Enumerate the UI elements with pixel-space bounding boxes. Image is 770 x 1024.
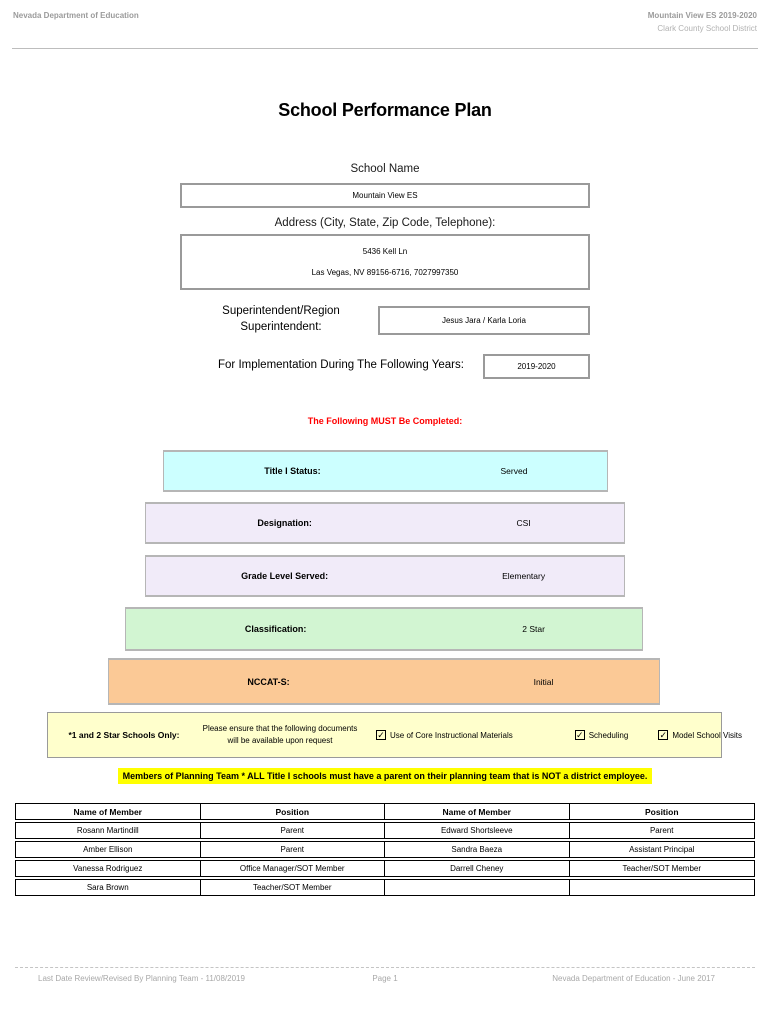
- nccat-s-bar: NCCAT-S: Initial: [108, 658, 660, 705]
- address-line-2: Las Vegas, NV 89156-6716, 7027997350: [311, 267, 459, 277]
- checkbox-label-core-materials: Use of Core Instructional Materials: [390, 730, 513, 740]
- classification-value: 2 Star: [522, 624, 545, 634]
- planning-team-notice: Members of Planning Team * ALL Title I s…: [117, 768, 653, 784]
- address-line-1: 5436 Kell Ln: [362, 247, 408, 257]
- implementation-label: For Implementation During The Following …: [218, 359, 464, 371]
- footer-divider: [15, 967, 755, 968]
- superintendent-label-line2: Superintendent:: [240, 320, 322, 333]
- page-title: School Performance Plan: [278, 100, 492, 120]
- checkbox-checked-icon[interactable]: ✓: [574, 729, 585, 740]
- checkbox-item-model-visits[interactable]: ✓ Model School Visits: [658, 730, 742, 740]
- designation-label: Designation:: [257, 518, 312, 528]
- designation-value: CSI: [516, 518, 531, 528]
- column-header: Name of Member: [385, 804, 570, 819]
- footer: Page 1 Last Date Review/Revised By Plann…: [0, 974, 770, 986]
- classification-bar: Classification: 2 Star: [125, 607, 643, 651]
- superintendent-value: Jesus Jara / Karla Loria: [441, 316, 527, 325]
- superintendent-label: Superintendent/Region Superintendent:: [200, 304, 362, 335]
- header-divider: [12, 48, 758, 49]
- footer-agency-version: Nevada Department of Education - June 20…: [552, 974, 715, 983]
- member-name-cell: Amber Ellison: [16, 842, 201, 857]
- classification-label: Classification:: [244, 624, 307, 634]
- checkbox-item-scheduling[interactable]: ✓ Scheduling: [574, 729, 629, 740]
- grade-level-value: Elementary: [502, 571, 546, 581]
- table-row: Vanessa Rodriguez Office Manager/SOT Mem…: [15, 860, 755, 877]
- column-header: Position: [201, 804, 385, 819]
- school-name-field[interactable]: Mountain View ES: [180, 183, 590, 208]
- table-row: Sara Brown Teacher/SOT Member: [15, 879, 755, 896]
- checkbox-checked-icon[interactable]: ✓: [376, 729, 386, 740]
- table-row: Rosann Martindill Parent Edward Shortsle…: [15, 822, 755, 839]
- member-position-cell: Parent: [201, 842, 385, 857]
- member-position-cell: Parent: [649, 826, 674, 835]
- member-name-cell: Edward Shortsleeve: [385, 823, 570, 838]
- grade-level-bar: Grade Level Served: Elementary: [145, 555, 625, 597]
- title-i-status-bar: Title I Status: Served: [163, 450, 608, 492]
- table-header-row: Name of Member Position Name of Member P…: [15, 803, 755, 820]
- member-name-cell: Rosann Martindill: [16, 823, 201, 838]
- member-position-cell: Parent: [201, 823, 385, 838]
- checkbox-item-core-materials[interactable]: ✓ Use of Core Instructional Materials: [376, 730, 513, 740]
- header-agency: Nevada Department of Education: [13, 11, 139, 20]
- column-header: Name of Member: [16, 804, 201, 819]
- member-position-cell: Teacher/SOT Member: [201, 880, 385, 895]
- checkbox-label-scheduling: Scheduling: [588, 730, 629, 740]
- footer-page-number: Page 1: [372, 974, 398, 983]
- header-school-year: Mountain View ES 2019-2020: [647, 11, 757, 20]
- header-school-block: Mountain View ES 2019-2020 Clark County …: [648, 11, 757, 33]
- implementation-value: 2019-2020: [517, 362, 556, 371]
- must-complete-notice: The Following MUST Be Completed:: [307, 416, 463, 426]
- member-position-cell: [570, 880, 755, 895]
- star-schools-description: Please ensure that the following documen…: [202, 724, 358, 745]
- nccat-s-label: NCCAT-S:: [247, 676, 290, 687]
- member-name-cell: [385, 880, 570, 895]
- star-schools-label: *1 and 2 Star Schools Only:: [68, 730, 180, 740]
- footer-review-date: Last Date Review/Revised By Planning Tea…: [38, 974, 245, 983]
- checkbox-checked-icon[interactable]: ✓: [658, 729, 669, 740]
- school-name-value: Mountain View ES: [352, 191, 418, 200]
- superintendent-field[interactable]: Jesus Jara / Karla Loria: [378, 306, 590, 335]
- column-header: Position: [644, 806, 679, 817]
- title-i-status-value: Served: [500, 466, 528, 476]
- member-position-cell: Office Manager/SOT Member: [201, 861, 385, 876]
- header-district: Clark County School District: [657, 24, 757, 33]
- member-name-cell: Sara Brown: [16, 880, 201, 895]
- superintendent-label-line1: Superintendent/Region: [222, 305, 340, 317]
- star-schools-box: *1 and 2 Star Schools Only: Please ensur…: [47, 712, 742, 758]
- address-field[interactable]: 5436 Kell Ln Las Vegas, NV 89156-6716, 7…: [180, 234, 590, 290]
- school-name-label: School Name: [350, 163, 420, 175]
- planning-team-notice-wrap: Members of Planning Team * ALL Title I s…: [0, 766, 770, 784]
- address-label: Address (City, State, Zip Code, Telephon…: [274, 217, 496, 229]
- member-position-cell: Assistant Principal: [629, 845, 695, 854]
- implementation-field[interactable]: 2019-2020: [483, 354, 590, 379]
- checkbox-label-model-visits: Model School Visits: [672, 730, 742, 740]
- table-row: Amber Ellison Parent Sandra Baeza Assist…: [15, 841, 755, 858]
- member-name-cell: Darrell Cheney: [385, 861, 570, 876]
- member-name-cell: Vanessa Rodriguez: [16, 861, 201, 876]
- title-i-status-label: Title I Status:: [264, 466, 321, 476]
- nccat-s-value: Initial: [533, 676, 554, 687]
- member-name-cell: Sandra Baeza: [385, 842, 570, 857]
- member-position-cell: Teacher/SOT Member: [622, 864, 702, 873]
- designation-bar: Designation: CSI: [145, 502, 625, 544]
- grade-level-label: Grade Level Served:: [241, 571, 329, 581]
- members-table: Name of Member Position Name of Member P…: [15, 803, 755, 898]
